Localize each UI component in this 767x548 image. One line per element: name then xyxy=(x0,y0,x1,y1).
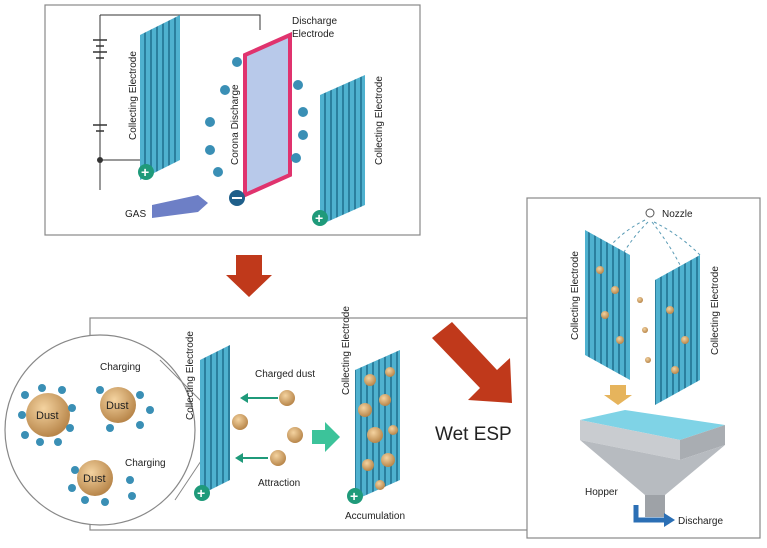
collecting-electrode-right: Collecting Electrode + xyxy=(312,75,385,226)
top-panel: Collecting Electrode + Discharge Electro… xyxy=(44,4,421,236)
svg-text:+: + xyxy=(141,164,149,180)
discharge-electrode-label: Discharge xyxy=(292,16,337,27)
discharge-electrode: Discharge Electrode Corona Discharge xyxy=(229,16,337,206)
gas-label: GAS xyxy=(125,209,146,220)
discharge-electrode-label-line2: Electrode xyxy=(292,29,335,40)
plus-icon xyxy=(138,164,154,180)
diagonal-arrow-icon xyxy=(432,322,512,403)
gas-arrow-icon xyxy=(152,195,208,218)
plus-icon xyxy=(347,488,363,504)
plus-icon xyxy=(312,210,328,226)
hopper-label: Hopper xyxy=(585,487,618,498)
nozzle-icon xyxy=(645,208,655,218)
collecting-electrode-label: Collecting Electrode xyxy=(128,51,139,140)
collecting-electrode-label: Collecting Electrode xyxy=(185,331,196,420)
down-arrow-icon xyxy=(604,385,632,405)
wet-esp-label: Wet ESP xyxy=(435,424,512,445)
charging-label: Charging xyxy=(100,362,141,373)
discharge-label: Discharge xyxy=(678,516,723,527)
dust-label: Dust xyxy=(106,400,129,412)
collecting-electrode-right: Collecting Electrode xyxy=(655,255,721,405)
collecting-electrode-accumulation: Collecting Electrode + xyxy=(341,306,400,504)
charging-label: Charging xyxy=(125,458,166,469)
accumulation-label: Accumulation xyxy=(345,511,405,522)
hopper xyxy=(580,410,725,517)
corona-discharge-label: Corona Discharge xyxy=(230,84,241,165)
dust-particle-3: Dust Charging xyxy=(77,458,166,496)
dust-particle-2: Dust Charging xyxy=(100,362,141,423)
charged-dust-label: Charged dust xyxy=(255,369,315,380)
svg-text:+: + xyxy=(350,488,358,504)
green-arrow-icon xyxy=(312,422,340,452)
dust-label: Dust xyxy=(36,410,59,422)
plus-icon xyxy=(194,485,210,501)
nozzle-label: Nozzle xyxy=(662,209,693,220)
collecting-electrode-label: Collecting Electrode xyxy=(710,266,721,355)
magnifier-circle xyxy=(4,334,196,526)
collecting-electrode-label: Collecting Electrode xyxy=(341,306,352,395)
dust-particle-1: Dust xyxy=(26,393,70,437)
down-arrow-icon xyxy=(226,255,272,297)
falling-dust xyxy=(596,266,689,374)
attraction-label: Attraction xyxy=(258,478,300,489)
battery-icon xyxy=(93,39,107,132)
dust-label: Dust xyxy=(83,473,106,485)
bottom-panel: Dust Dust Charging Dust Charging Collect… xyxy=(4,306,556,531)
right-panel: Nozzle Collecting Electrode Collecting E… xyxy=(526,197,761,539)
collecting-electrode-left: Collecting Electrode + xyxy=(128,15,180,180)
discharge-arrow-icon xyxy=(633,505,665,523)
svg-text:+: + xyxy=(315,210,323,226)
negative-ions xyxy=(205,57,308,177)
svg-text:+: + xyxy=(197,485,205,501)
collecting-electrode-attraction: Collecting Electrode + xyxy=(185,331,248,501)
ions-around-dust xyxy=(18,384,154,506)
collecting-electrode-label: Collecting Electrode xyxy=(374,76,385,165)
collecting-electrode-label: Collecting Electrode xyxy=(570,251,581,340)
